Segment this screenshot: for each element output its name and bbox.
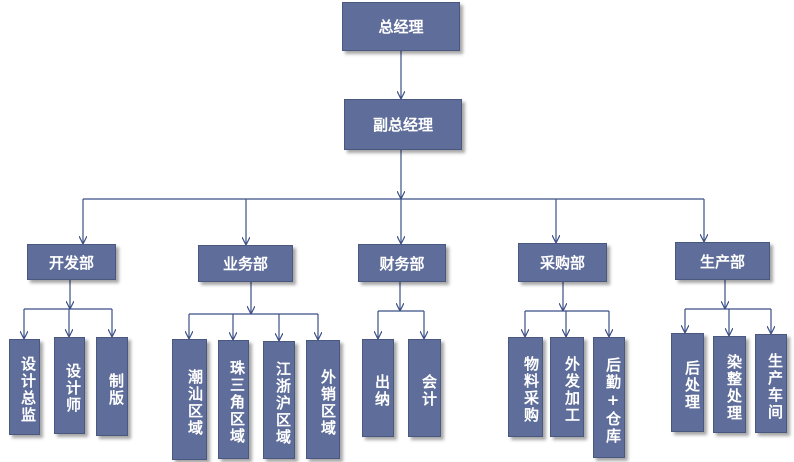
node-vice-general-manager: 副总经理 — [344, 99, 462, 150]
node-chaoshan-region: 潮汕区域 — [172, 339, 207, 460]
node-post-processing: 后处理 — [671, 333, 704, 432]
node-production-workshop: 生产车间 — [755, 334, 787, 433]
node-prd-region: 珠三角区域 — [218, 340, 249, 459]
node-dept-business: 业务部 — [198, 245, 293, 282]
node-material-purchase: 物料采购 — [508, 337, 543, 437]
node-outsourced-processing: 外发加工 — [550, 337, 584, 437]
node-cashier: 出纳 — [362, 339, 394, 437]
node-general-manager: 总经理 — [342, 2, 460, 51]
node-jzh-region: 江浙沪区域 — [263, 341, 295, 459]
node-accountant: 会计 — [408, 339, 441, 437]
node-dyeing-finishing: 染整处理 — [713, 336, 746, 433]
node-logistics-warehouse: 后勤+仓库 — [593, 337, 625, 458]
node-export-region: 外销区域 — [306, 340, 340, 459]
node-design-director: 设计总监 — [9, 339, 40, 435]
node-pattern-making: 制版 — [96, 337, 128, 436]
node-dept-development: 开发部 — [27, 244, 116, 280]
node-dept-purchasing: 采购部 — [518, 243, 607, 282]
node-dept-finance: 财务部 — [358, 244, 446, 282]
node-designer: 设计师 — [54, 337, 85, 434]
node-dept-production: 生产部 — [675, 242, 770, 280]
